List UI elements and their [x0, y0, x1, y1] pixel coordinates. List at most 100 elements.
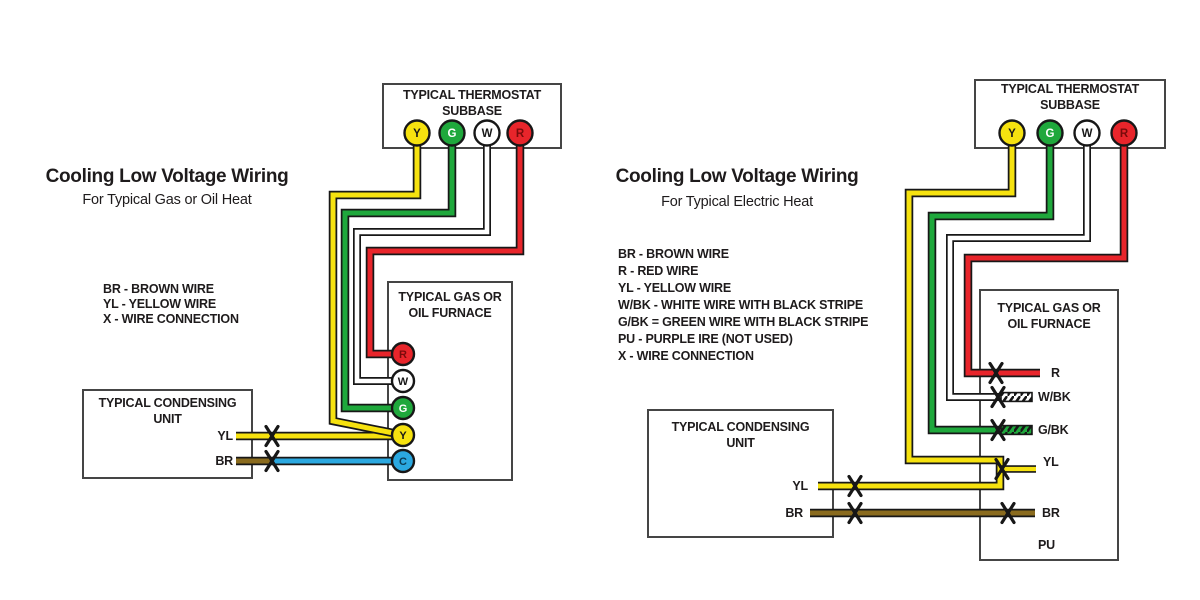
- left-condensing-label-line2: UNIT: [153, 412, 182, 426]
- right-condensing-br-label: BR: [785, 506, 803, 520]
- right-subtitle: For Typical Electric Heat: [661, 194, 813, 210]
- terminal-letter: Y: [1008, 128, 1016, 140]
- right-furnace-label-line2: OIL FURNACE: [1007, 317, 1091, 331]
- right-thermostat-label: TYPICAL THERMOSTAT SUBBASE: [975, 81, 1165, 113]
- terminal-g: [438, 119, 466, 147]
- wire-green-core: [929, 133, 1053, 433]
- x-mark: [988, 361, 1004, 385]
- right-condensing-label: TYPICAL CONDENSING UNIT: [648, 419, 833, 451]
- terminal-c: [390, 448, 416, 474]
- terminal-letter: R: [399, 349, 407, 361]
- left-thermostat-label-line2: SUBBASE: [442, 104, 502, 118]
- terminal-letter: G: [399, 403, 408, 415]
- x-mark: [994, 457, 1010, 481]
- x-mark: [1000, 501, 1016, 525]
- wire-yellow-core: [330, 133, 420, 438]
- terminal-w: [473, 119, 501, 147]
- x-mark: [990, 385, 1006, 409]
- x-mark: [847, 474, 863, 498]
- right-condensing-label-line2: UNIT: [726, 436, 755, 450]
- legend-line: BR - BROWN WIRE: [618, 247, 729, 261]
- right-title: Cooling Low Voltage Wiring: [615, 166, 859, 187]
- terminal-r: [506, 119, 534, 147]
- terminal-r: [390, 341, 416, 367]
- terminal-r: [1110, 119, 1138, 147]
- left-furnace-label-line2: OIL FURNACE: [408, 306, 492, 320]
- right-thermostat-label-line1: TYPICAL THERMOSTAT: [1000, 82, 1140, 96]
- legend-line: YL - YELLOW WIRE: [103, 297, 217, 311]
- right-thermostat-terminals: [998, 119, 1138, 147]
- right-furnace-wbk-label: W/BK: [1038, 390, 1071, 404]
- legend-line: BR - BROWN WIRE: [103, 282, 214, 296]
- left-br-wire-label: BR: [215, 454, 233, 468]
- right-furnace-br-label: BR: [1042, 506, 1060, 520]
- left-thermostat-label-line1: TYPICAL THERMOSTAT: [402, 88, 542, 102]
- left-furnace-label-line1: TYPICAL GAS OR: [398, 290, 502, 304]
- right-legend: BR - BROWN WIRE R - RED WIRE YL - YELLOW…: [618, 246, 869, 365]
- terminal-letter: W: [482, 128, 493, 140]
- terminal-letter: W: [398, 376, 409, 388]
- right-wires: [810, 133, 1129, 518]
- wire-green-core: [342, 133, 455, 411]
- terminal-letter: Y: [413, 128, 421, 140]
- left-condensing-label: TYPICAL CONDENSING UNIT: [83, 395, 252, 427]
- left-thermostat-label: TYPICAL THERMOSTAT SUBBASE: [383, 87, 561, 119]
- right-furnace-label: TYPICAL GAS OR OIL FURNACE: [980, 300, 1118, 332]
- legend-line: G/BK = GREEN WIRE WITH BLACK STRIPE: [618, 315, 869, 329]
- left-thermostat-terminals: [403, 119, 534, 147]
- right-thermostat-terminal-letters: Y G W R: [1008, 128, 1129, 140]
- terminal-letter: R: [516, 128, 525, 140]
- left-legend: BR - BROWN WIRE YL - YELLOW WIRE X - WIR…: [103, 282, 239, 327]
- wire-red-core: [367, 133, 523, 357]
- legend-line: X - WIRE CONNECTION: [618, 349, 754, 363]
- terminal-letter: C: [399, 456, 407, 468]
- x-mark: [264, 449, 280, 473]
- right-thermostat-label-line2: SUBBASE: [1040, 98, 1100, 112]
- terminal-letter: R: [1120, 128, 1129, 140]
- legend-line: YL - YELLOW WIRE: [618, 281, 732, 295]
- x-mark: [990, 418, 1006, 442]
- legend-line: X - WIRE CONNECTION: [103, 312, 239, 326]
- right-condensing-label-line1: TYPICAL CONDENSING: [671, 420, 810, 434]
- x-mark: [264, 424, 280, 448]
- left-wires: [236, 133, 525, 466]
- terminal-letter: G: [1046, 128, 1055, 140]
- left-furnace-terminal-letters: R W G Y C: [398, 349, 409, 468]
- terminal-g: [1036, 119, 1064, 147]
- wire-white-core: [354, 133, 490, 384]
- wire-red-core: [965, 133, 1127, 376]
- right-furnace-r-label: R: [1051, 366, 1060, 380]
- terminal-letter: W: [1082, 128, 1093, 140]
- left-furnace-terminals: [390, 341, 416, 474]
- left-subtitle: For Typical Gas or Oil Heat: [82, 192, 252, 208]
- left-thermostat-terminal-letters: Y G W R: [413, 128, 525, 140]
- right-furnace-yl-label: YL: [1043, 455, 1059, 469]
- left-furnace-label: TYPICAL GAS OR OIL FURNACE: [388, 289, 512, 321]
- wire-yellow-core: [818, 133, 1015, 489]
- white-black-stripe-segment: [1000, 391, 1033, 403]
- right-condensing-box: [647, 409, 834, 538]
- right-furnace-pu-label: PU: [1038, 538, 1055, 552]
- terminal-y: [998, 119, 1026, 147]
- legend-line: W/BK - WHITE WIRE WITH BLACK STRIPE: [618, 298, 864, 312]
- right-condensing-yl-label: YL: [792, 479, 808, 493]
- x-mark: [847, 501, 863, 525]
- terminal-w: [1073, 119, 1101, 147]
- legend-line: R - RED WIRE: [618, 264, 699, 278]
- left-title: Cooling Low Voltage Wiring: [45, 166, 289, 187]
- terminal-y: [403, 119, 431, 147]
- right-furnace-gbk-label: G/BK: [1038, 423, 1069, 437]
- terminal-y: [390, 422, 416, 448]
- legend-line: PU - PURPLE IRE (NOT USED): [618, 332, 793, 346]
- terminal-w: [390, 368, 416, 394]
- left-yl-wire-label: YL: [217, 429, 233, 443]
- left-condensing-box: [82, 389, 253, 479]
- right-furnace-label-line1: TYPICAL GAS OR: [997, 301, 1101, 315]
- wire-white-core: [947, 133, 1090, 400]
- left-condensing-label-line1: TYPICAL CONDENSING: [98, 396, 237, 410]
- wire-connection-x-marks: [264, 361, 1016, 525]
- green-black-stripe-segment: [1000, 424, 1033, 436]
- terminal-letter: Y: [399, 430, 407, 442]
